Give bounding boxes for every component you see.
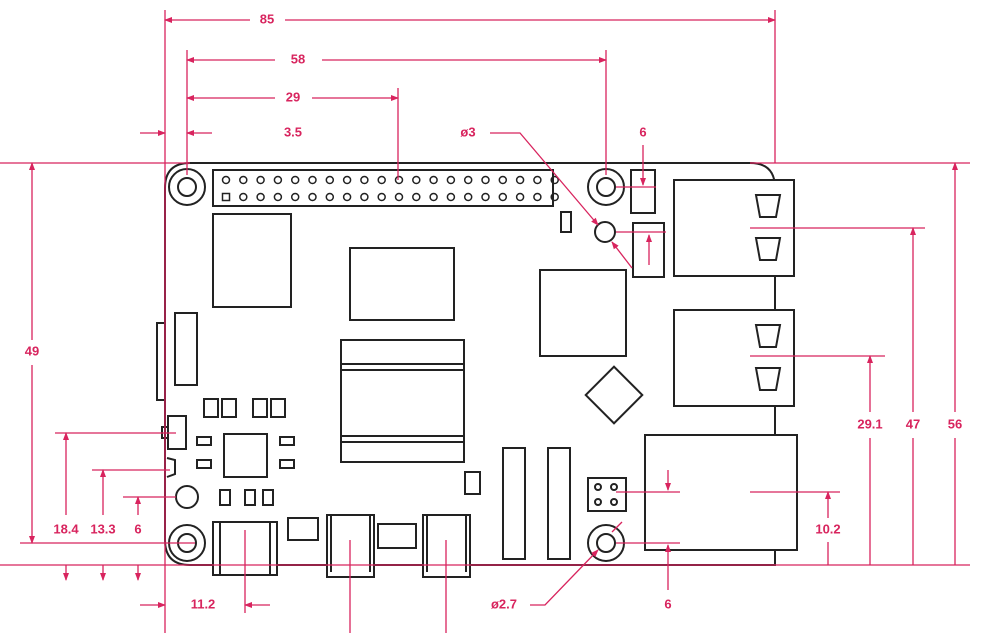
- gpio-pin: [515, 192, 525, 202]
- gpio-pin: [515, 175, 525, 185]
- gpio-pin: [256, 175, 265, 185]
- gpio-pin: [308, 175, 317, 185]
- gpio-pin: [498, 192, 508, 202]
- board-components: [156, 169, 665, 560]
- gpio-pin: [273, 175, 283, 185]
- gpio-pin: [429, 192, 438, 202]
- gpio-pin: [498, 175, 508, 185]
- dim-bottom-6: 6: [664, 596, 671, 611]
- gpio-pin: [377, 192, 386, 202]
- dimension-lines: [0, 10, 970, 633]
- gpio-pin: [239, 175, 248, 185]
- gpio-pin: [325, 192, 335, 202]
- board-outline: [164, 162, 776, 566]
- dim-small-hole-diameter: ø3: [460, 124, 475, 139]
- dim-usb1-height: 29.1: [857, 416, 882, 431]
- gpio-pin: [342, 192, 352, 202]
- gpio-pin: [412, 192, 421, 202]
- gpio-pin: [308, 192, 317, 202]
- gpio-pin: [429, 175, 438, 185]
- gpio-pin: [481, 192, 490, 202]
- dim-usbc-height: 18.4: [53, 521, 79, 536]
- dim-usbc-offset: 11.2: [191, 596, 216, 611]
- gpio-pin: [412, 175, 421, 185]
- dim-hole-spacing-y: 49: [25, 343, 39, 358]
- gpio-header: [212, 169, 559, 207]
- dim-board-width: 85: [260, 11, 274, 26]
- usb-port-2: [673, 309, 795, 407]
- gpio-pin: [256, 192, 265, 202]
- gpio-pin: [290, 192, 300, 202]
- gpio-pin: [550, 192, 559, 202]
- dim-ethernet-height: 10.2: [815, 521, 840, 536]
- gpio-pin: [342, 175, 352, 185]
- gpio-pin: [239, 192, 248, 202]
- dim-hole-offset: 3.5: [284, 124, 302, 139]
- dim-header-center: 29: [286, 89, 300, 104]
- gpio-pin: [221, 175, 231, 185]
- dim-usb2-height: 47: [906, 416, 920, 431]
- gpio-pin: [481, 175, 490, 185]
- gpio-pin: [360, 175, 369, 185]
- gpio-pin: [446, 175, 456, 185]
- dim-hole-spacing-x: 58: [291, 51, 305, 66]
- gpio-pin: [463, 192, 473, 202]
- dim-led-height: 6: [134, 521, 141, 536]
- gpio-pin: [533, 192, 542, 202]
- gpio-pin: [273, 192, 283, 202]
- gpio-pin: [463, 175, 473, 185]
- gpio-pin: [377, 175, 386, 185]
- gpio-pin: [325, 175, 335, 185]
- dim-board-height: 56: [948, 416, 962, 431]
- gpio-pin: [550, 175, 559, 185]
- gpio-pin: [221, 192, 231, 202]
- dim-hole-diameter: ø2.7: [491, 596, 517, 611]
- dim-top-6: 6: [639, 124, 646, 139]
- gpio-pin: [446, 192, 456, 202]
- gpio-pin: [290, 175, 300, 185]
- gpio-pin: [360, 192, 369, 202]
- gpio-pin: [394, 175, 404, 185]
- gpio-pin: [394, 192, 404, 202]
- dim-hdmi-height: 13.3: [90, 521, 115, 536]
- gpio-pin: [533, 175, 542, 185]
